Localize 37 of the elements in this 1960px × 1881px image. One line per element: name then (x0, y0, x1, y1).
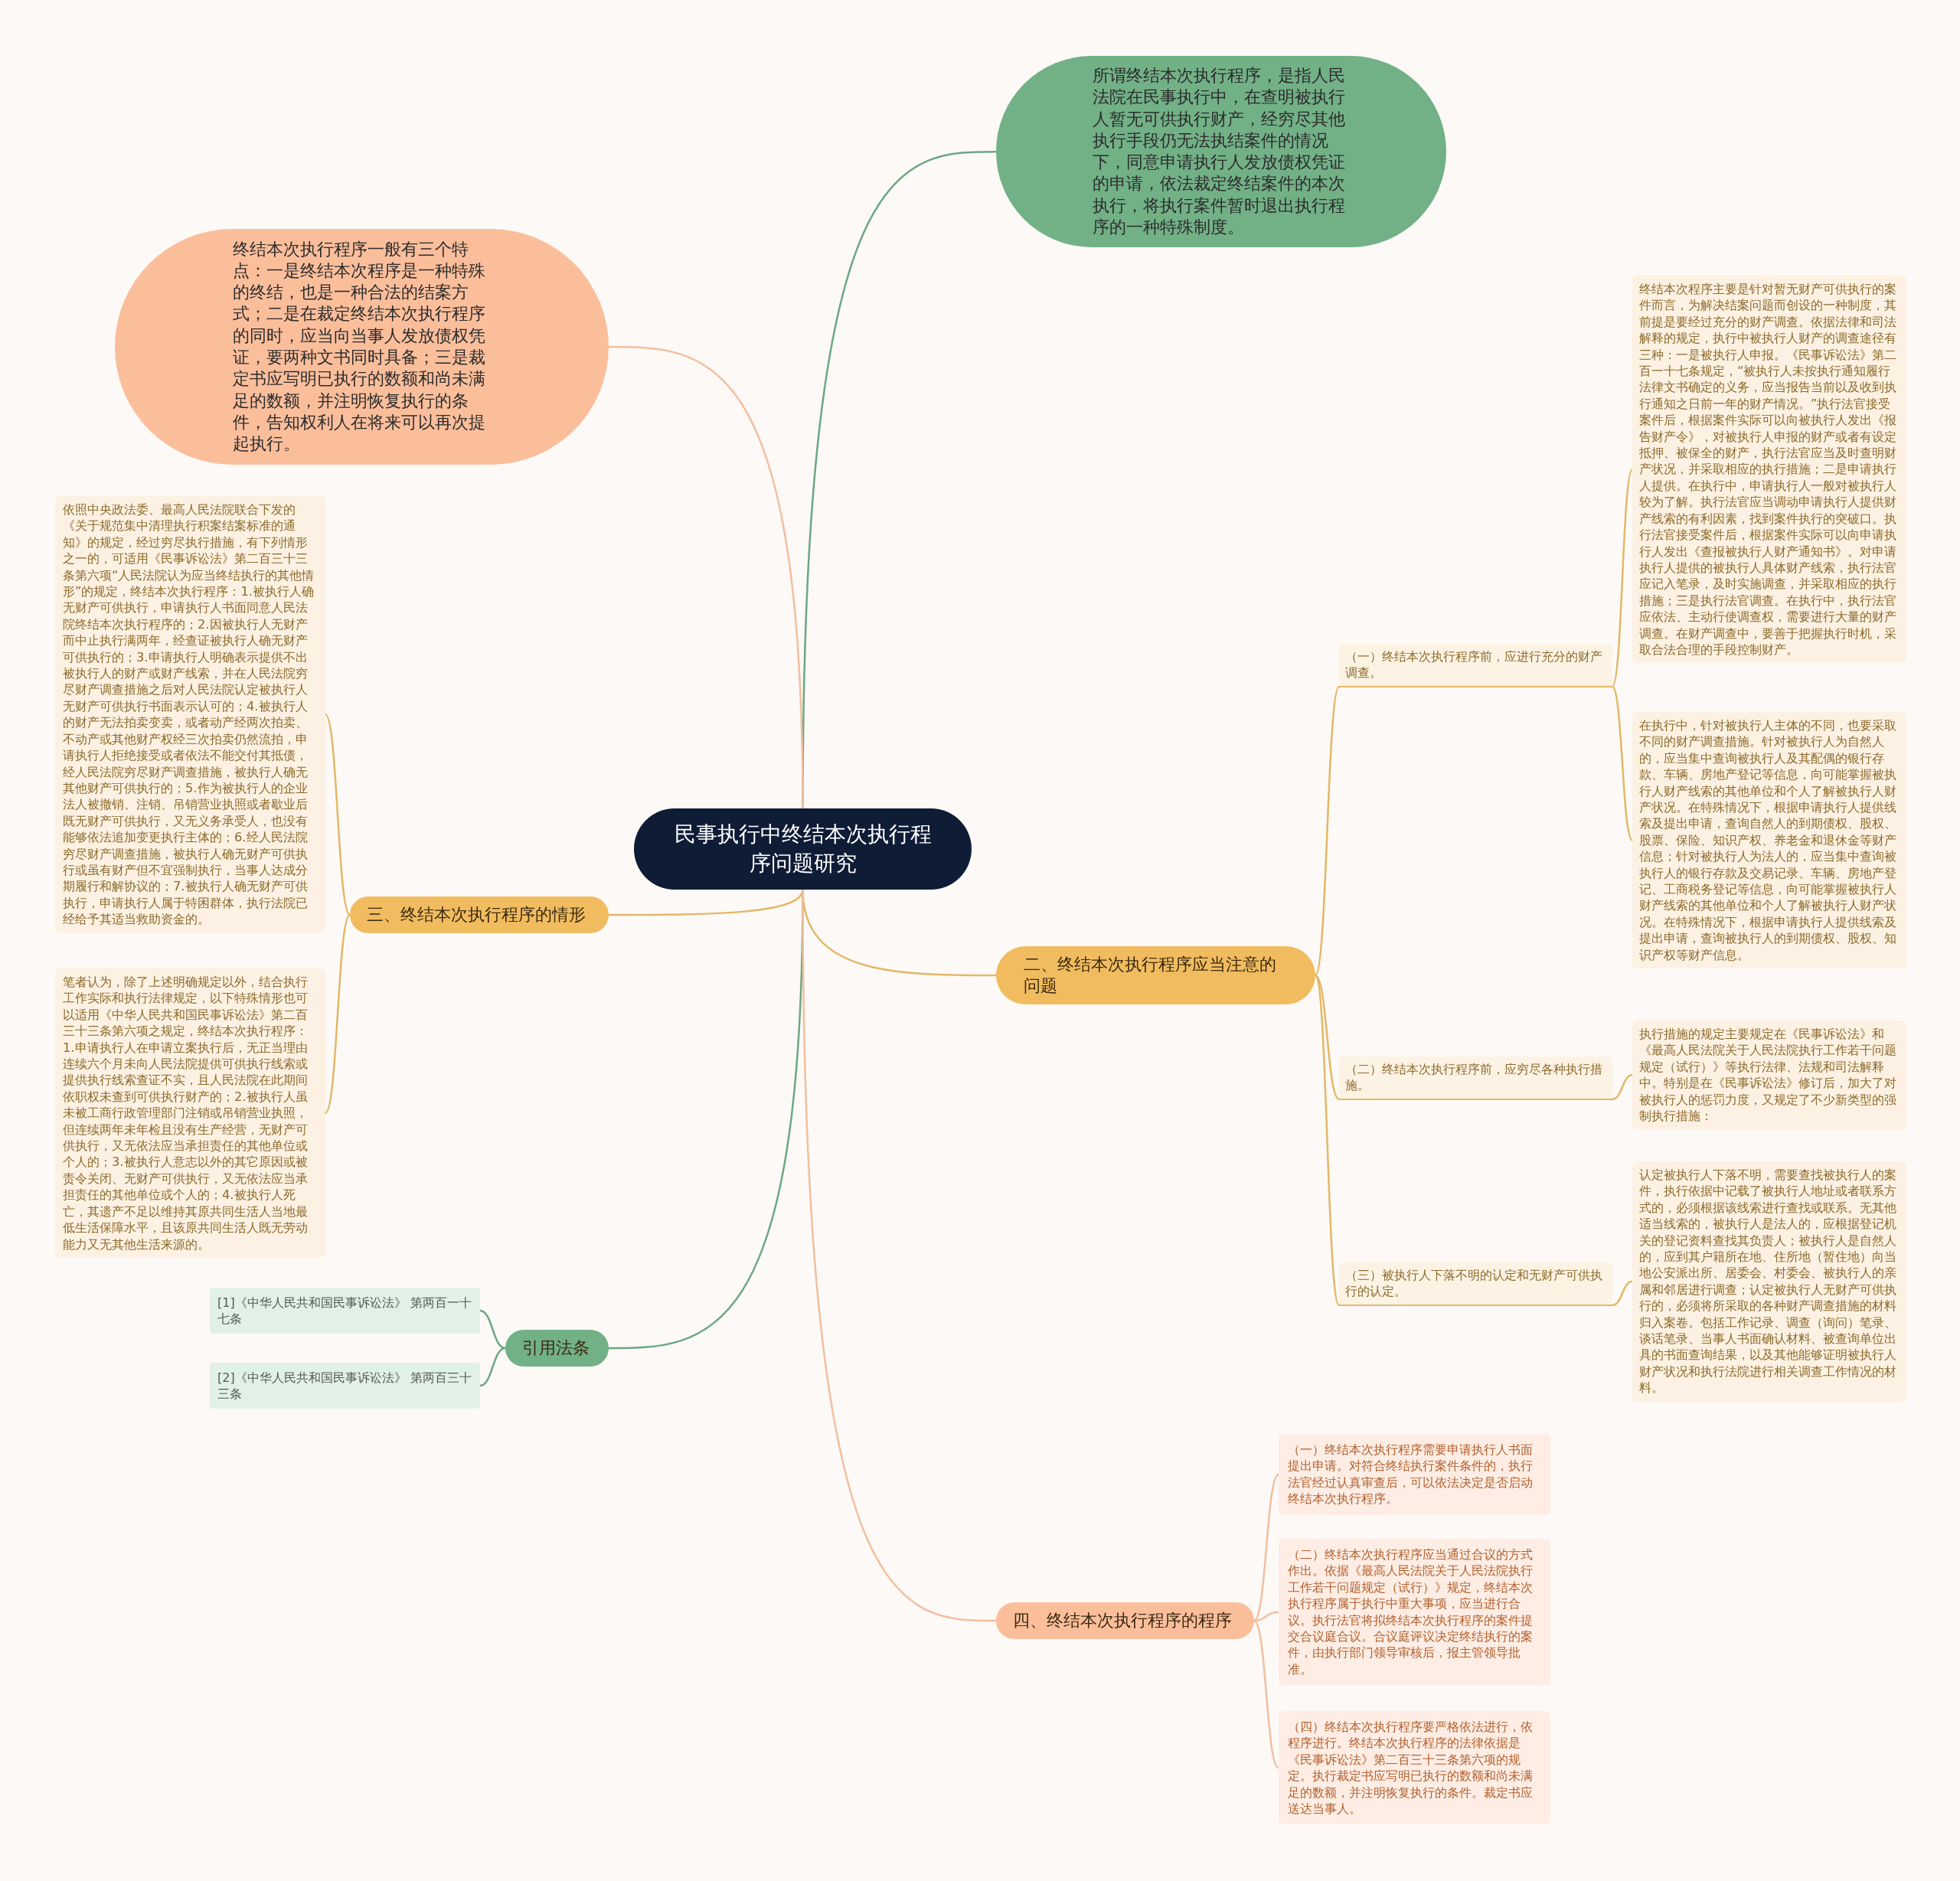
note-card: （四）终结本次执行程序要严格依法进行，依程序进行。终结本次执行程序的法律依据是《民事诉讼法》第二百三十三条第六项的规定。执行裁定书应写明已执行的数额和尚未满足的数额，并注明恢复执行的条件。裁定书应送达当事人。 (1279, 1711, 1550, 1825)
connector-line (1253, 1620, 1279, 1769)
note-card: （二）终结本次执行程序应当通过合议的方式作出。依据《最高人民法院关于人民法院执行工作若干问题规定（试行）》规定，终结本次执行程序属于执行中重大事项，应当进行合议。执行法官将拟终结本次执行程序的案件提交合议庭合议。合议庭评议决定终结执行的案件，由执行部门领导审核后，报主管领导批准。 (1279, 1539, 1550, 1686)
connector-line (1314, 686, 1341, 976)
note-card: （一）终结本次执行程序需要申请执行人书面提出申请。对符合终结执行案件条件的，执行法官经过认真审查后，可以依法决定是否启动终结本次执行程序。 (1279, 1434, 1550, 1515)
connector-line (479, 1309, 506, 1350)
connector-line (1253, 1473, 1279, 1621)
topic-bubble: 终结本次执行程序一般有三个特点：一是终结本次程序是一种特殊的终结，也是一种合法的结案方式；二是在裁定终结本次执行程序的同时，应当向当事人发放债权凭证，要两种文书同时具备；三是裁定书应写明已执行的数额和尚未满足的数额，并注明恢复执行的条件，告知权利人在将来可以再次提起执行。 (115, 229, 609, 465)
connector-line (1612, 1074, 1633, 1101)
connector-line (1315, 975, 1340, 1100)
subtopic-label: （三）被执行人下落不明的认定和无财产可供执行的认定。 (1339, 1262, 1612, 1306)
connector-line (1612, 1280, 1633, 1307)
note-card: 认定被执行人下落不明，需要查找被执行人的案件，执行依据中记载了被执行人地址或者联系方式的，必须根据该线索进行查找或联系。无其他适当线索的，被执行人是法人的，应根据登记机关的登记资料查找其负责人；被执行人是自然人的，应到其户籍所在地、住所地（暂住地）向当地公安派出所、居委会、村委会、被执行人的亲属和邻居进行调查；认定被执行人无财产可供执行的，必须将所采取的各种财产调查措施的材料归入案卷。包括工作记录、调查（询问）笔录、谈话笔录、当事人书面确认材料、被查询单位出具的书面查询结果，以及其他能够证明被执行人财产状况和执行法院进行相关调查工作情况的材料。 (1632, 1161, 1906, 1402)
connector-line (1253, 1611, 1279, 1622)
branch-label: 四、终结本次执行程序的程序 (996, 1602, 1254, 1639)
connector-line (1611, 469, 1634, 687)
note-card: 执行措施的规定主要规定在《民事诉讼法》和《最高人民法院关于人民法院执行工作若干问题规定（试行）》等执行法律、法规和司法解释中。特别是在《民事诉讼法》修订后，加大了对被执行人的惩罚力度，又规定了不少新类型的强制执行措施： (1632, 1021, 1906, 1130)
connector-line (1314, 975, 1341, 1306)
connector-line (479, 1347, 506, 1387)
connector-line (325, 714, 351, 916)
reference-card: [1]《中华人民共和国民事诉讼法》 第两百一十七条 (210, 1288, 480, 1334)
central-topic: 民事执行中终结本次执行程序问题研究 (634, 808, 972, 890)
connector-line (609, 345, 804, 809)
note-card: 在执行中，针对被执行人主体的不同，也要采取不同的财产调查措施。针对被执行人为自然人的，应当集中查询被执行人及其配偶的银行存款、车辆、房地产登记等信息，向可能掌握被执行人财产线索的其他单位和个人了解被执行人财产状况。在特殊情况下，根据申请执行人提供线索及提出申请，查询自然人的到期债权、股权、股票、保险、知识产权、养老金和退休金等财产信息；针对被执行人为法人的，应当集中查询被执行人的银行存款及交易记录、车辆、房地产登记、工商税务登记等信息，向可能掌握被执行人财产线索的其他单位和个人了解被执行人财产状况。在特殊情况下，根据申请执行人提供线索及提出申请，查询被执行人的到期债权、股权、知识产权等财产信息。 (1632, 712, 1906, 969)
connector-line (1612, 686, 1633, 841)
connector-line (802, 890, 997, 1622)
branch-label: 二、终结本次执行程序应当注意的问题 (996, 946, 1315, 1004)
branch-label: 三、终结本次执行程序的情形 (350, 896, 609, 933)
note-card: 终结本次程序主要是针对暂无财产可供执行的案件而言，为解决结案问题而创设的一种制度，其前提是要经过充分的财产调查。依据法律和司法解释的规定，执行中被执行人财产的调查途径有三种：一是被执行人申报。《民事诉讼法》第二百一十七条规定，“被执行人未按执行通知履行法律文书确定的义务，应当报告当前以及收到执行通知之日前一年的财产情况。”执行法官接受案件后，根据案件实际可以向被执行人发出《报告财产令》，对被执行人申报的财产或者有设定抵押、被保全的财产，执行法官应当及时查明财产状况，并采取相应的执行措施；二是申请执行人提供。在执行中，申请执行人一般对被执行人较为了解。执行法官应当调动申请执行人提供财产线索的有利因素，找到案件执行的突破口。执行法官接受案件后，根据案件实际可以向申请执行人发出《查报被执行人财产通知书》。对申请执行人提供的被执行人具体财产线索，执行法官应记入笔录，及时实施调查，并采取相应的执行措施；三是执行法官调查。在执行中，执行法官应依法、主动行使调查权，需要进行大量的财产调查。在财产调查中，要善于把握执行时机，采取合法合理的手段控制财产。 (1632, 276, 1906, 664)
reference-card: [2]《中华人民共和国民事诉讼法》 第两百三十三条 (210, 1363, 480, 1409)
subtopic-label: （一）终结本次执行程序前，应进行充分的财产调查。 (1339, 644, 1612, 687)
connector-line (325, 914, 351, 1114)
topic-bubble: 所谓终结本次执行程序，是指人民法院在民事执行中，在查明被执行人暂无可供执行财产，经穷尽其他执行手段仍无法执结案件的情况下，同意申请执行人发放债权凭证的申请，依法裁定终结案件的本次执行，将执行案件暂时退出执行程序的一种特殊制度。 (996, 56, 1446, 248)
subtopic-label: （二）终结本次执行程序前，应穷尽各种执行措施。 (1339, 1056, 1612, 1100)
note-card: 依照中央政法委、最高人民法院联合下发的《关于规范集中清理执行积案结案标准的通知》的规定，经过穷尽执行措施，有下列情形之一的，可适用《民事诉讼法》第二百三十三条第六项“人民法院认为应当终结执行的其他情形”的规定，终结本次执行程序：1.被执行人确无财产可供执行，申请执行人书面同意人民法院终结本次执行程序的；2.因被执行人无财产而中止执行满两年，经查证被执行人确无财产可供执行的；3.申请执行人明确表示提供不出被执行人的财产或财产线索，并在人民法院穷尽财产调查措施之后对人民法院认定被执行人无财产可供执行书面表示认可的；4.被执行人的财产无法拍卖变卖，或者动产经两次拍卖、不动产或其他财产权经三次拍卖仍然流拍，申请执行人拒绝接受或者依法不能交付其抵债，经人民法院穷尽财产调查措施，被执行人确无其他财产可供执行的；5.作为被执行人的企业法人被撤销、注销、吊销营业执照或者歇业后既无财产可供执行，又无义务承受人，也没有能够依法追加变更执行主体的；6.经人民法院穷尽财产调查措施，被执行人确无财产可供执行或虽有财产但不宜强制执行，当事人达成分期履行和解协议的；7.被执行人确无财产可供执行，申请执行人属于特困群体，执行法院已经给予其适当救助资金的。 (55, 496, 325, 933)
branch-label: 引用法条 (505, 1330, 609, 1367)
note-card: 笔者认为，除了上述明确规定以外，结合执行工作实际和执行法律规定，以下特殊情形也可以适用《中华人民共和国民事诉讼法》第二百三十三条第六项之规定，终结本次执行程序：1.申请执行人在申请立案执行后，无正当理由连续六个月未向人民法院提供可供执行线索或提供执行线索查证不实，且人民法院在此期间依职权未查到可供执行财产的；2.被执行人虽未被工商行政管理部门注销或吊销营业执照，但连续两年未年检且没有生产经营，无财产可供执行，又无依法应当承担责任的其他单位或个人的；3.被执行人意志以外的其它原因或被责令关闭、无财产可供执行，又无依法应当承担责任的其他单位或个人的；4.被执行人死亡，其遗产不足以维持其原共同生活人当地最低生活保障水平，且该原共同生活人既无劳动能力又无其他生活来源的。 (55, 968, 325, 1258)
